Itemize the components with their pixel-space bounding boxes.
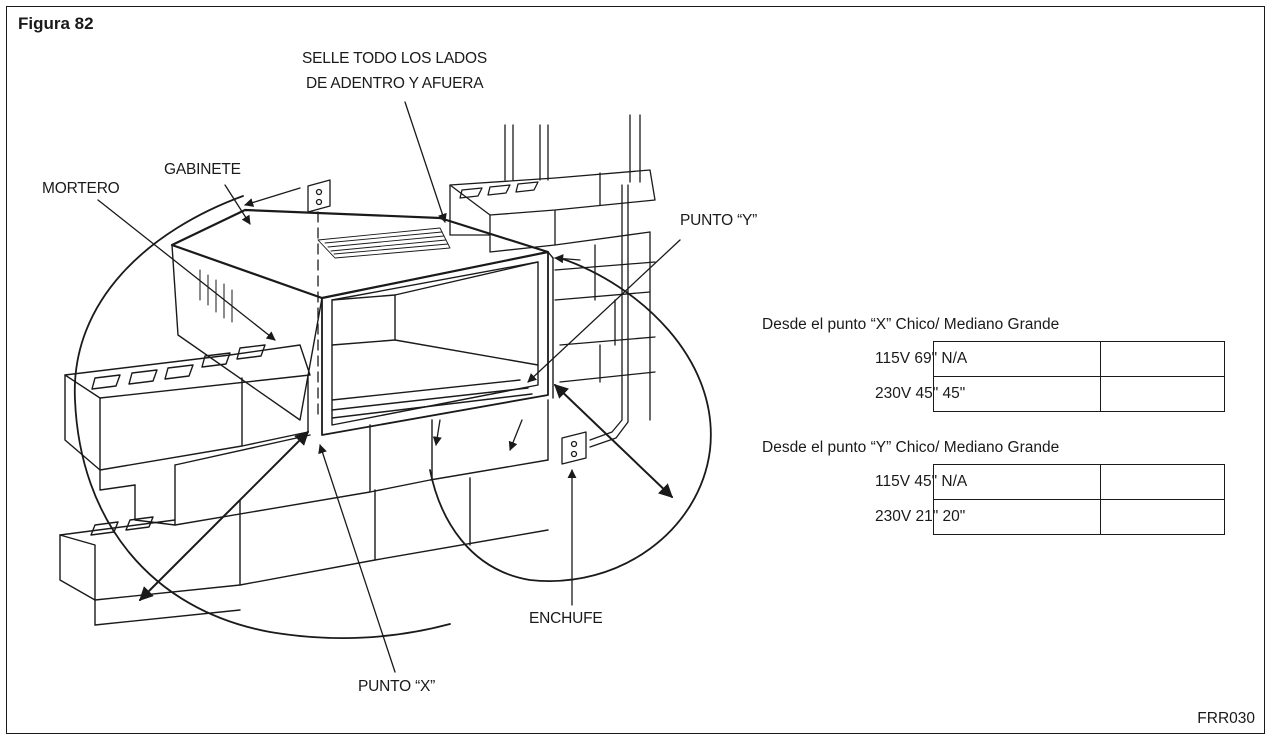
detail-circle-outline: [74, 195, 451, 639]
table-row: 115V 69" N/A: [875, 350, 968, 367]
detail-circle-right: [429, 257, 712, 582]
table-cell: [1100, 376, 1225, 412]
seal-label-line2: DE ADENTRO Y AFUERA: [306, 75, 484, 92]
block-wall-front: [59, 344, 549, 626]
leader-lines: [97, 101, 681, 673]
table-row: 230V 21" 20": [875, 508, 966, 525]
table-cell: [1100, 499, 1225, 535]
cabinet: [170, 208, 554, 436]
figure-title: Figura 82: [18, 14, 94, 33]
table-row: 230V 45" 45": [875, 385, 966, 402]
table-y-header: Desde el punto “Y” Chico/ Mediano Grande: [762, 439, 1060, 456]
enchufe-label: ENCHUFE: [529, 610, 603, 627]
table-row: 115V 45" N/A: [875, 473, 968, 490]
figure-code: FRR030: [1197, 710, 1255, 727]
outlet-top: [307, 179, 331, 421]
mortero-label: MORTERO: [42, 180, 120, 197]
table-x-header: Desde el punto “X” Chico/ Mediano Grande: [762, 316, 1060, 333]
punto-y-label: PUNTO “Y”: [680, 212, 758, 229]
seal-label-line1: SELLE TODO LOS LADOS: [302, 50, 487, 67]
table-cell: [1100, 464, 1225, 500]
gabinete-label: GABINETE: [164, 161, 241, 178]
punto-x-label: PUNTO “X”: [358, 678, 436, 695]
outlet-bottom: [561, 431, 587, 465]
table-cell: [1100, 341, 1225, 377]
